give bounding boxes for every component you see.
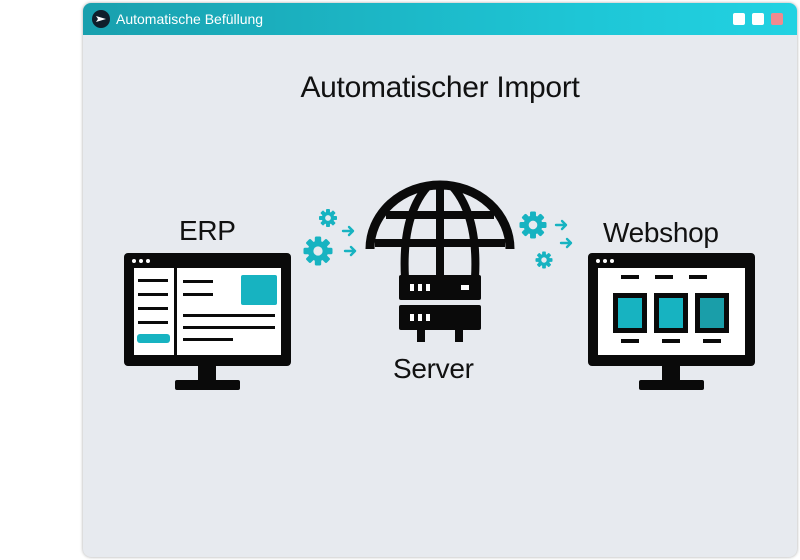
maximize-button[interactable] (752, 13, 764, 25)
minimize-button[interactable] (733, 13, 745, 25)
send-arrow-icon (92, 10, 110, 28)
process-gears-right-icon (519, 211, 573, 269)
close-button[interactable] (771, 13, 783, 25)
import-diagram (124, 180, 755, 390)
server-label: Server (393, 353, 474, 384)
server-globe-icon (365, 180, 515, 279)
erp-label: ERP (179, 215, 236, 246)
process-gears-left-icon (303, 209, 357, 266)
webshop-label: Webshop (603, 217, 719, 248)
window-title: Automatische Befüllung (116, 11, 264, 27)
title-bar: Automatische Befüllung (83, 3, 797, 35)
webshop-monitor-icon (588, 253, 755, 390)
erp-monitor-icon (124, 253, 291, 390)
app-window: Automatische Befüllung Automatischer Imp… (83, 3, 797, 557)
server-rack-icon (399, 275, 481, 342)
diagram-heading: Automatischer Import (300, 71, 580, 104)
